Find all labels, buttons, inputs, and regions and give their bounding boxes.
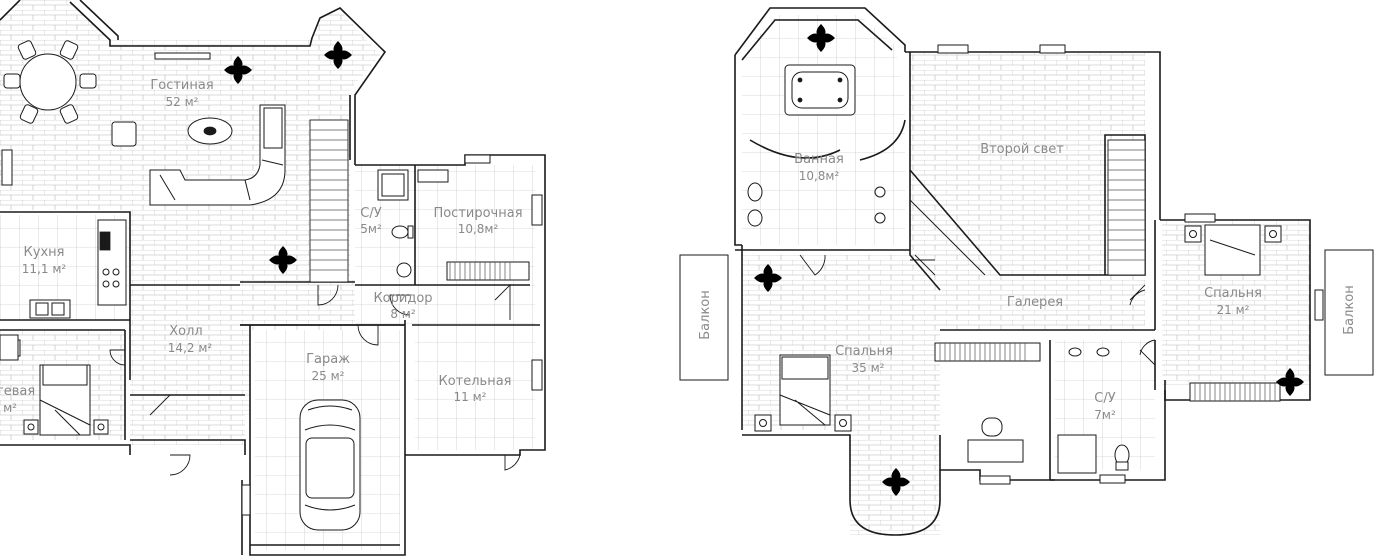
room-area-bath: 10,8м² bbox=[799, 169, 840, 183]
room-area-bedroom2: 21 м² bbox=[1217, 303, 1250, 317]
room-area-garage: 25 м² bbox=[312, 369, 345, 383]
room-name-hall: Холл bbox=[169, 324, 202, 339]
room-name-wc2: С/У bbox=[1094, 391, 1115, 406]
room-name-garage: Гараж bbox=[306, 352, 350, 367]
room-name-corridor: Коридор bbox=[373, 291, 432, 306]
room-name-void: Второй свет bbox=[980, 142, 1064, 157]
balcony-right-label: Балкон bbox=[1342, 285, 1357, 335]
room-name-kitchen: Кухня bbox=[24, 245, 65, 260]
room-area-wc2: 7м² bbox=[1094, 408, 1116, 422]
balcony-left-label: Балкон bbox=[698, 290, 713, 340]
room-area-kitchen: 11,1 м² bbox=[22, 262, 67, 276]
floor-2-plan bbox=[679, 7, 1374, 536]
room-area-wc: 5м² bbox=[360, 222, 382, 236]
room-area-hall: 14,2 м² bbox=[168, 341, 213, 355]
room-area-guest: м² bbox=[3, 401, 17, 415]
floor2-labels: Ванная 10,8м² Второй свет Галерея Спальн… bbox=[698, 142, 1357, 422]
room-name-wc: С/У bbox=[360, 206, 381, 221]
room-area-living: 52 м² bbox=[166, 95, 199, 109]
stairs-floor1 bbox=[309, 119, 349, 283]
room-name-bedroom2: Спальня bbox=[1204, 286, 1262, 301]
stairs-floor2 bbox=[1107, 139, 1146, 276]
room-name-laundry: Постирочная bbox=[433, 206, 522, 221]
bathtub-icon bbox=[784, 64, 856, 116]
floor-1-plan bbox=[0, 0, 546, 556]
room-area-corridor: 8 м² bbox=[390, 307, 416, 321]
room-name-living: Гостиная bbox=[150, 78, 213, 93]
room-name-boiler: Котельная bbox=[438, 374, 511, 389]
room-name-gallery: Галерея bbox=[1007, 295, 1063, 310]
car-icon bbox=[299, 399, 361, 531]
room-area-laundry: 10,8м² bbox=[458, 222, 499, 236]
floor1-labels: Гостиная 52 м² Кухня 11,1 м² Холл 14,2 м… bbox=[0, 78, 523, 415]
room-name-bedroom1: Спальня bbox=[835, 344, 893, 359]
room-name-bath: Ванная bbox=[794, 152, 844, 167]
room-area-bedroom1: 35 м² bbox=[852, 361, 885, 375]
room-name-guest: гевая bbox=[0, 384, 35, 399]
room-area-boiler: 11 м² bbox=[454, 390, 487, 404]
